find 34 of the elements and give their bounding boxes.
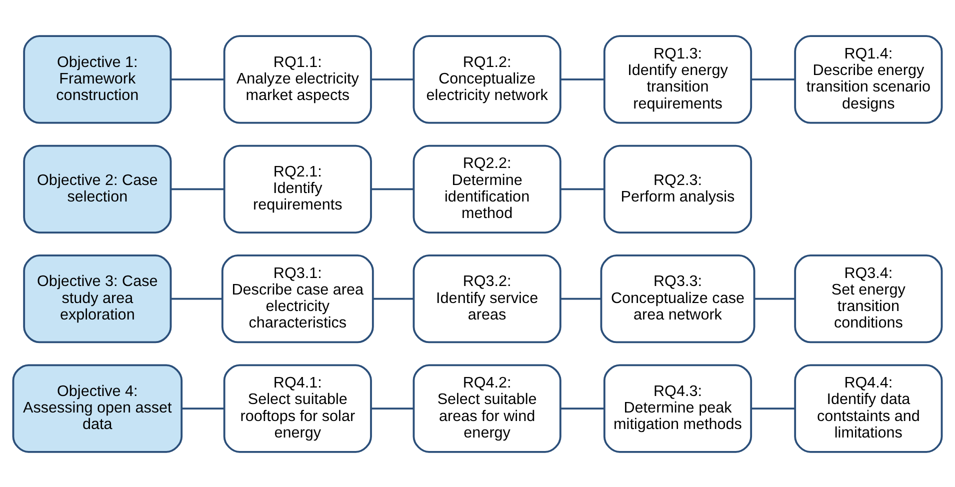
node-box: Objective 3: Case study area exploration: [23, 254, 172, 343]
node-box: RQ4.1: Select suitable rooftops for solar energy: [223, 364, 372, 452]
node-box: RQ3.2: Identify service areas: [412, 254, 562, 343]
connector: [371, 188, 414, 190]
node-box: RQ1.4: Describe energy transition scenario designs: [794, 34, 943, 124]
node-box: RQ3.3: Conceptualize case area network: [600, 254, 756, 343]
connector: [560, 78, 604, 80]
node-box: RQ4.3: Determine peak mitigation methods: [603, 364, 752, 452]
connector: [371, 78, 414, 80]
connector: [373, 297, 414, 300]
connector: [560, 407, 604, 409]
node-box: RQ1.1: Analyze electricity market aspects: [223, 34, 372, 124]
node-box: RQ4.4: Identify data contstaints and limitations: [794, 364, 943, 452]
node-box: RQ1.3: Identify energy transition requirements: [603, 34, 752, 124]
connector: [754, 297, 795, 300]
connector: [751, 78, 795, 80]
connector: [560, 297, 602, 300]
connector: [751, 407, 795, 409]
node-box: Objective 4: Assessing open asset data: [12, 364, 183, 452]
connector: [171, 297, 222, 300]
node-box: Objective 1: Framework construction: [23, 34, 172, 124]
node-box: RQ3.4: Set energy transition conditions: [794, 254, 943, 343]
connector: [560, 188, 604, 190]
connector: [182, 407, 224, 409]
connector: [171, 188, 224, 190]
node-box: RQ1.2: Conceptualize electricity network: [412, 34, 562, 124]
connector: [171, 78, 224, 80]
connector: [371, 407, 414, 409]
node-box: RQ2.2: Determine identification method: [412, 144, 562, 233]
node-box: Objective 2: Case selection: [23, 144, 172, 233]
node-box: RQ3.1: Describe case area electricity characteristics: [221, 254, 374, 343]
node-box: RQ4.2: Select suitable areas for wind energy: [412, 364, 562, 452]
node-box: RQ2.1: Identify requirements: [223, 144, 372, 233]
node-box: RQ2.3: Perform analysis: [603, 144, 752, 233]
